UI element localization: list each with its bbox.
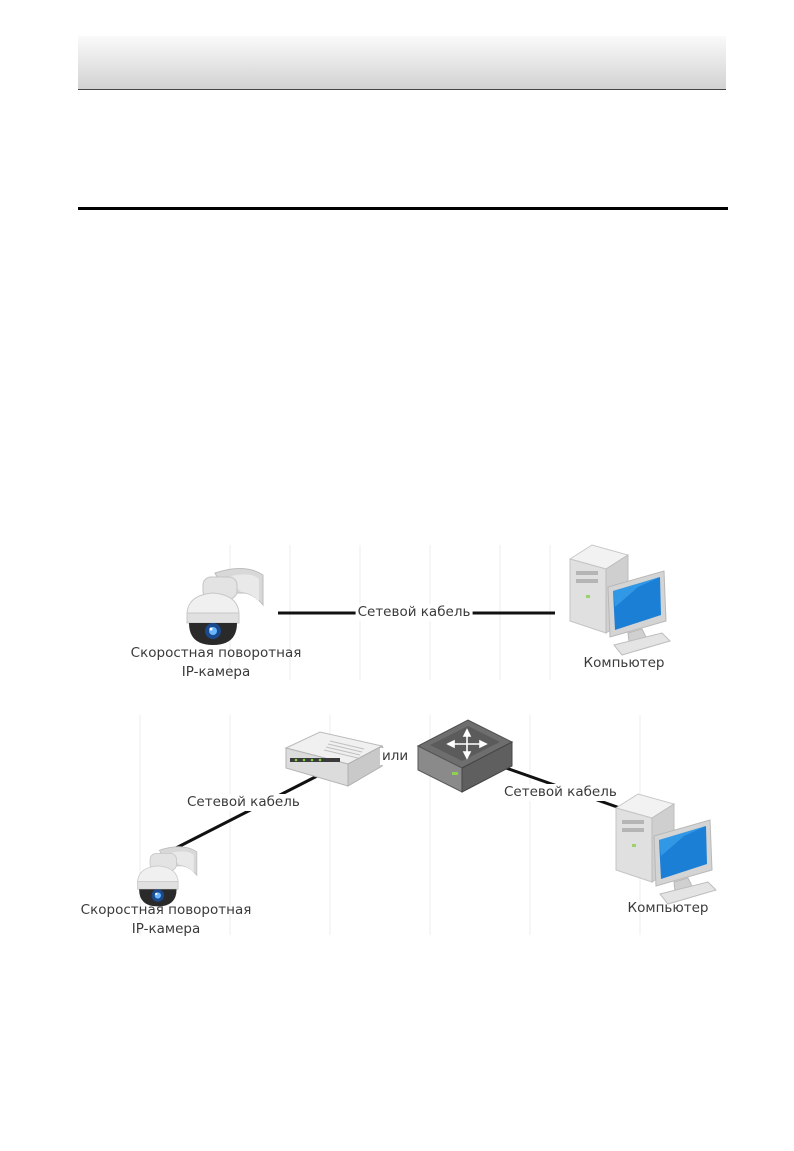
header-rule	[78, 89, 726, 90]
computer-label: Компьютер	[627, 900, 709, 916]
or-label: или	[380, 748, 411, 765]
section-divider	[78, 207, 728, 210]
desktop-computer-icon	[568, 544, 671, 656]
ptz-dome-camera-icon	[137, 846, 198, 907]
ptz-dome-camera-icon	[186, 568, 264, 645]
camera-label-line1: Скоростная поворотная	[80, 902, 252, 918]
direct-connection-diagram: Сетевой кабель Скоростная поворотная IP-…	[130, 535, 680, 685]
camera-label-line1: Скоростная поворотная	[130, 645, 302, 661]
camera-label-line2: IP-камера	[181, 664, 251, 680]
cable-label: Сетевой кабель	[355, 604, 473, 621]
cable-label-right: Сетевой кабель	[502, 784, 619, 801]
page-header-bar	[78, 36, 726, 89]
network-switch-icon	[416, 719, 514, 793]
camera-label-line2: IP-камера	[131, 921, 201, 937]
router-icon	[284, 731, 386, 787]
computer-label: Компьютер	[583, 655, 665, 671]
desktop-computer-icon	[614, 793, 717, 905]
cable-label-left: Сетевой кабель	[185, 794, 302, 811]
switch-connection-diagram: или Сетевой кабель Сетевой кабель Скорос…	[80, 710, 720, 940]
